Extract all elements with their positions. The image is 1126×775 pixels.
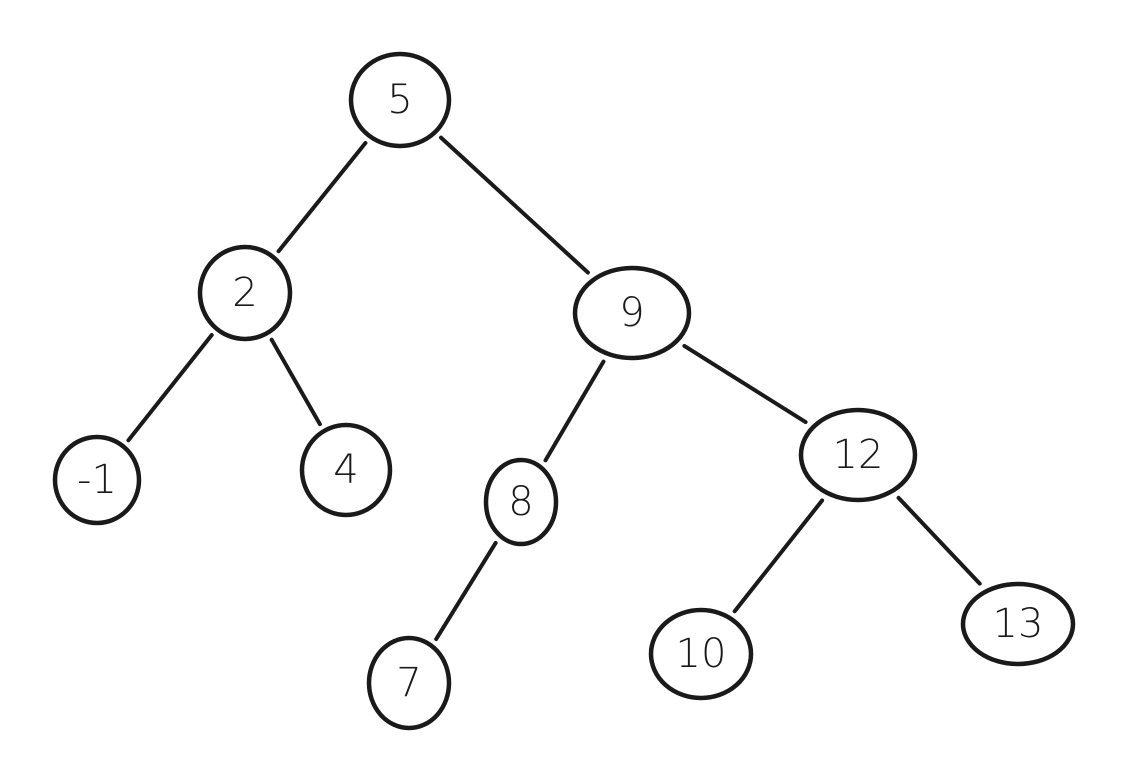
edge-n5-n2 [276,141,368,254]
tree-node-n4: 4 [299,422,393,518]
edge-n2-nm1 [126,333,214,443]
node-label: -1 [77,457,117,503]
edge-n5-n9 [438,135,590,275]
node-label: 7 [396,660,421,706]
tree-node-n10: 10 [648,607,754,701]
tree-node-n9: 9 [572,265,692,361]
node-circle [299,422,393,518]
node-label: 12 [833,432,884,478]
tree-node-n12: 12 [798,407,918,503]
edge-n8-n7 [434,540,498,642]
node-circle [960,581,1076,667]
tree-node-n7: 7 [366,635,452,731]
node-label: 10 [676,631,727,677]
edge-n12-n13 [896,495,982,586]
node-label: 8 [508,479,533,525]
edge-n9-n8 [543,359,606,463]
edge-n12-n10 [732,498,825,614]
tree-node-nm1: -1 [52,434,142,526]
edge-n9-n12 [682,343,808,425]
tree-node-n8: 8 [483,457,559,547]
tree-node-n5: 5 [348,51,452,149]
node-circle [348,51,452,149]
nodes: 5 2 9 -1 4 8 12 7 10 13 [52,51,1076,731]
edge-n2-n4 [269,337,322,427]
node-circle [798,407,918,503]
tree-node-n13: 13 [960,581,1076,667]
node-label: 4 [333,447,358,493]
node-circle [52,434,142,526]
node-circle [197,244,293,342]
node-circle [483,457,559,547]
node-label: 5 [387,77,412,123]
node-label: 9 [619,290,644,336]
node-circle [366,635,452,731]
node-label: 13 [993,601,1044,647]
tree-node-n2: 2 [197,244,293,342]
node-circle [572,265,692,361]
node-label: 2 [232,270,257,316]
edges [126,135,982,642]
node-circle [648,607,754,701]
